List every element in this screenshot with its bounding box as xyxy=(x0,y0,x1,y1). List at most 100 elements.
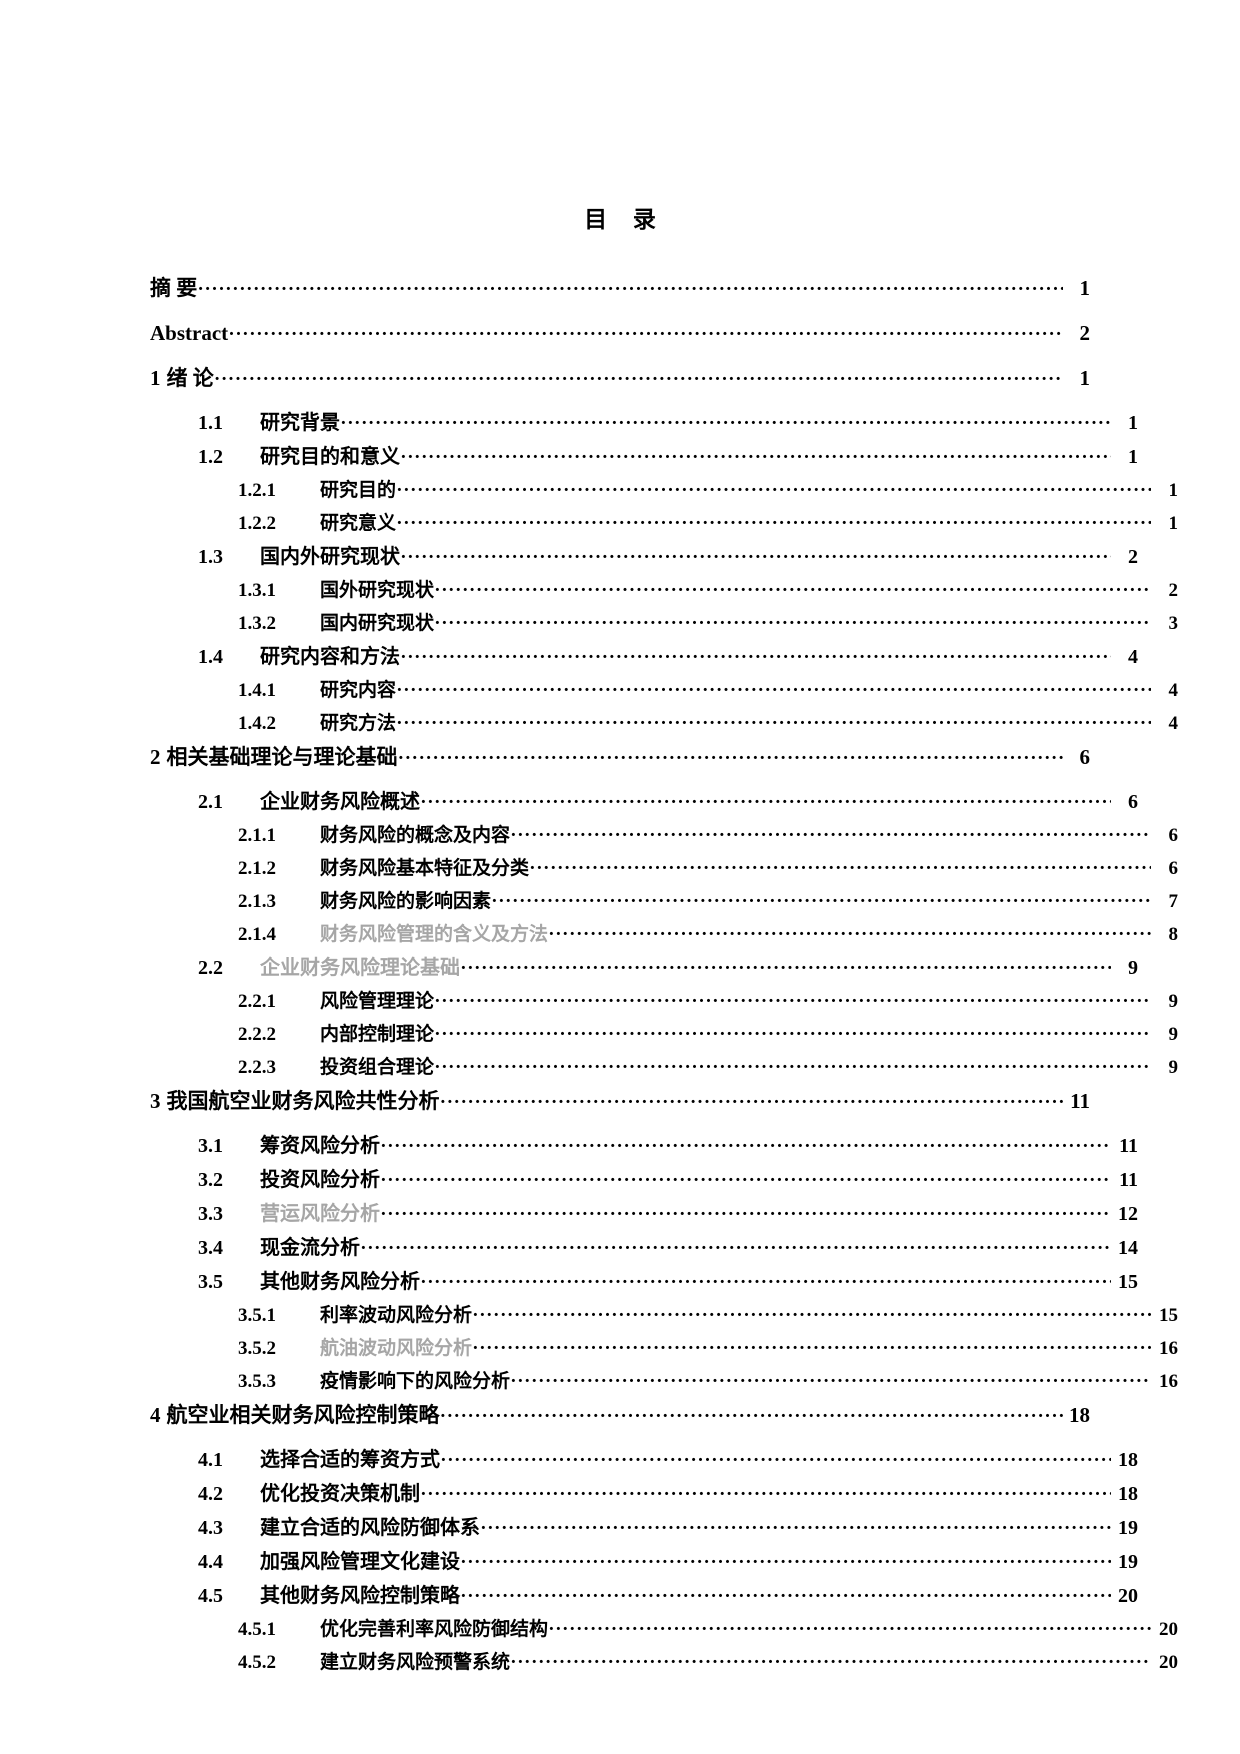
toc-entry-page-number: 9 xyxy=(1168,1057,1179,1078)
toc-entry[interactable]: 2.2企业财务风险理论基础9 xyxy=(150,954,1138,978)
toc-entry[interactable]: 1.3.1国外研究现状2 xyxy=(150,577,1178,600)
toc-entry[interactable]: 3.5.3疫情影响下的风险分析16 xyxy=(150,1368,1178,1391)
toc-entry-label: 研究意义 xyxy=(320,513,397,534)
toc-entry[interactable]: 4.5.2建立财务风险预警系统20 xyxy=(150,1649,1178,1672)
toc-entry-label: 国外研究现状 xyxy=(320,580,435,601)
toc-entry-label: 财务风险基本特征及分类 xyxy=(320,858,530,879)
toc-entry-number: 2.1 xyxy=(198,791,223,813)
toc-entry[interactable]: 2.1.2 财务风险基本特征及分类 6 xyxy=(150,855,1178,878)
toc-leader-dots xyxy=(549,921,1151,940)
toc-entry[interactable]: 1绪 论1 xyxy=(150,364,1090,389)
toc-entry[interactable]: 3我国航空业财务风险共性分析11 xyxy=(150,1087,1090,1112)
toc-entry-number: 3.5.3 xyxy=(238,1371,276,1392)
toc-leader-dots xyxy=(381,1200,1111,1220)
toc-entry[interactable]: 2.1企业财务风险概述6 xyxy=(150,788,1138,812)
toc-entry[interactable]: 4航空业相关财务风险控制策略18 xyxy=(150,1401,1090,1426)
toc-entry[interactable]: 4.1选择合适的筹资方式18 xyxy=(150,1446,1138,1470)
toc-entry[interactable]: 1.4.2研究方法4 xyxy=(150,710,1178,733)
toc-entry-page-number: 18 xyxy=(1069,1403,1090,1427)
toc-entry[interactable]: 1.4.1研究内容4 xyxy=(150,677,1178,700)
toc-entry[interactable]: 摘 要 1 xyxy=(150,274,1090,299)
toc-entry-page-number: 1 xyxy=(1079,366,1091,390)
toc-entry-number: 4.1 xyxy=(198,1449,223,1471)
toc-entry[interactable]: 1.4研究内容和方法4 xyxy=(150,643,1138,667)
toc-entry-label: 我国航空业财务风险共性分析 xyxy=(166,1089,440,1113)
toc-leader-dots xyxy=(229,319,1063,340)
toc-entry[interactable]: 4.5.1优化完善利率风险防御结构20 xyxy=(150,1616,1178,1639)
toc-leader-dots xyxy=(421,1268,1111,1288)
toc-entry-label: 研究目的 xyxy=(320,480,397,501)
toc-leader-dots xyxy=(401,543,1111,563)
toc-entry[interactable]: 1.3.2国内研究现状3 xyxy=(150,610,1178,633)
toc-entry-label: 其他财务风险分析 xyxy=(260,1271,420,1293)
toc-leader-dots xyxy=(492,888,1151,907)
toc-entry[interactable]: 3.2投资风险分析11 xyxy=(150,1166,1138,1190)
toc-leader-dots xyxy=(435,610,1151,629)
toc-entry[interactable]: 3.5.1利率波动风险分析15 xyxy=(150,1302,1178,1325)
toc-entry-page-number: 7 xyxy=(1168,891,1179,912)
toc-entry[interactable]: 2.1.3财务风险的影响因素7 xyxy=(150,888,1178,911)
toc-entry[interactable]: 2.1.4财务风险管理的含义及方法8 xyxy=(150,921,1178,944)
toc-entry[interactable]: 1.3国内外研究现状2 xyxy=(150,543,1138,567)
toc-entry-number: 2.2 xyxy=(198,957,223,979)
toc-entry-number: 1.2 xyxy=(198,446,223,468)
toc-entry-number: 2.1.2 xyxy=(238,858,276,879)
toc-leader-dots xyxy=(198,274,1063,295)
toc-leader-dots xyxy=(381,1166,1111,1186)
toc-entry-page-number: 11 xyxy=(1119,1169,1138,1191)
toc-entry[interactable]: 2.2.3投资组合理论9 xyxy=(150,1054,1178,1077)
toc-entry[interactable]: Abstract2 xyxy=(150,319,1090,344)
toc-leader-dots xyxy=(461,1582,1111,1602)
toc-entry-page-number: 1 xyxy=(1079,276,1091,300)
toc-entry[interactable]: 2.1.1财务风险的概念及内容6 xyxy=(150,822,1178,845)
toc-entry-number: 1.3 xyxy=(198,546,223,568)
toc-entry[interactable]: 1.2.1研究目的1 xyxy=(150,477,1178,500)
toc-entry-number: 1.3.1 xyxy=(238,580,276,601)
toc-leader-dots xyxy=(435,577,1151,596)
toc-entry[interactable]: 2.2.1风险管理理论9 xyxy=(150,988,1178,1011)
toc-entry[interactable]: 4.4加强风险管理文化建设19 xyxy=(150,1548,1138,1572)
toc-entry[interactable]: 2.2.2内部控制理论9 xyxy=(150,1021,1178,1044)
toc-entry-page-number: 6 xyxy=(1168,858,1179,879)
toc-entry[interactable]: 3.3 营运风险分析 12 xyxy=(150,1200,1138,1224)
toc-leader-dots xyxy=(441,1401,1064,1422)
toc-entry[interactable]: 4.5其他财务风险控制策略20 xyxy=(150,1582,1138,1606)
toc-entry-label: 研究目的和意义 xyxy=(260,446,400,468)
toc-entry[interactable]: 2相关基础理论与理论基础6 xyxy=(150,743,1090,768)
toc-leader-dots xyxy=(435,1054,1151,1073)
toc-entry[interactable]: 4.3建立合适的风险防御体系19 xyxy=(150,1514,1138,1538)
toc-entry-label: 摘 要 xyxy=(150,276,198,300)
toc-entry[interactable]: 1.2研究目的和意义1 xyxy=(150,443,1138,467)
toc-entry[interactable]: 1.1研究背景1 xyxy=(150,409,1138,433)
toc-entry-page-number: 2 xyxy=(1079,321,1091,345)
toc-leader-dots xyxy=(421,788,1111,808)
toc-entry[interactable]: 3.5.2航油波动风险分析16 xyxy=(150,1335,1178,1358)
toc-entry-label: 绪 论 xyxy=(166,366,214,390)
toc-entry-label: 财务风险管理的含义及方法 xyxy=(320,924,549,945)
toc-entry-page-number: 11 xyxy=(1119,1135,1138,1157)
toc-entry-number: 4.5.2 xyxy=(238,1652,276,1673)
toc-entry[interactable]: 3.1筹资风险分析11 xyxy=(150,1132,1138,1156)
toc-entry-page-number: 15 xyxy=(1159,1305,1178,1326)
toc-entry-label: 选择合适的筹资方式 xyxy=(260,1449,440,1471)
toc-entry-label: 财务风险的概念及内容 xyxy=(320,825,511,846)
toc-entry[interactable]: 4.2优化投资决策机制18 xyxy=(150,1480,1138,1504)
toc-leader-dots xyxy=(421,1480,1111,1500)
toc-entry[interactable]: 3.5其他财务风险分析15 xyxy=(150,1268,1138,1292)
toc-entry-label: 研究内容 xyxy=(320,680,397,701)
toc-entry-page-number: 9 xyxy=(1168,1024,1179,1045)
toc-entry-page-number: 12 xyxy=(1118,1203,1138,1225)
toc-entry-label: 企业财务风险理论基础 xyxy=(260,957,460,979)
toc-entry-number: 3.5.1 xyxy=(238,1305,276,1326)
toc-entry-number: 3.3 xyxy=(198,1203,223,1225)
toc-entry-label: 建立合适的风险防御体系 xyxy=(260,1517,480,1539)
toc-entry-page-number: 4 xyxy=(1128,646,1138,668)
toc-entry[interactable]: 1.2.2研究意义1 xyxy=(150,510,1178,533)
toc-entry-label: 投资风险分析 xyxy=(260,1169,380,1191)
toc-entry-label: 国内外研究现状 xyxy=(260,546,400,568)
toc-leader-dots xyxy=(473,1302,1151,1321)
toc-entry[interactable]: 3.4现金流分析14 xyxy=(150,1234,1138,1258)
toc-entry-label: 营运风险分析 xyxy=(260,1203,380,1225)
toc-entry-number: 3.5.2 xyxy=(238,1338,276,1359)
toc-leader-dots xyxy=(511,1368,1151,1387)
